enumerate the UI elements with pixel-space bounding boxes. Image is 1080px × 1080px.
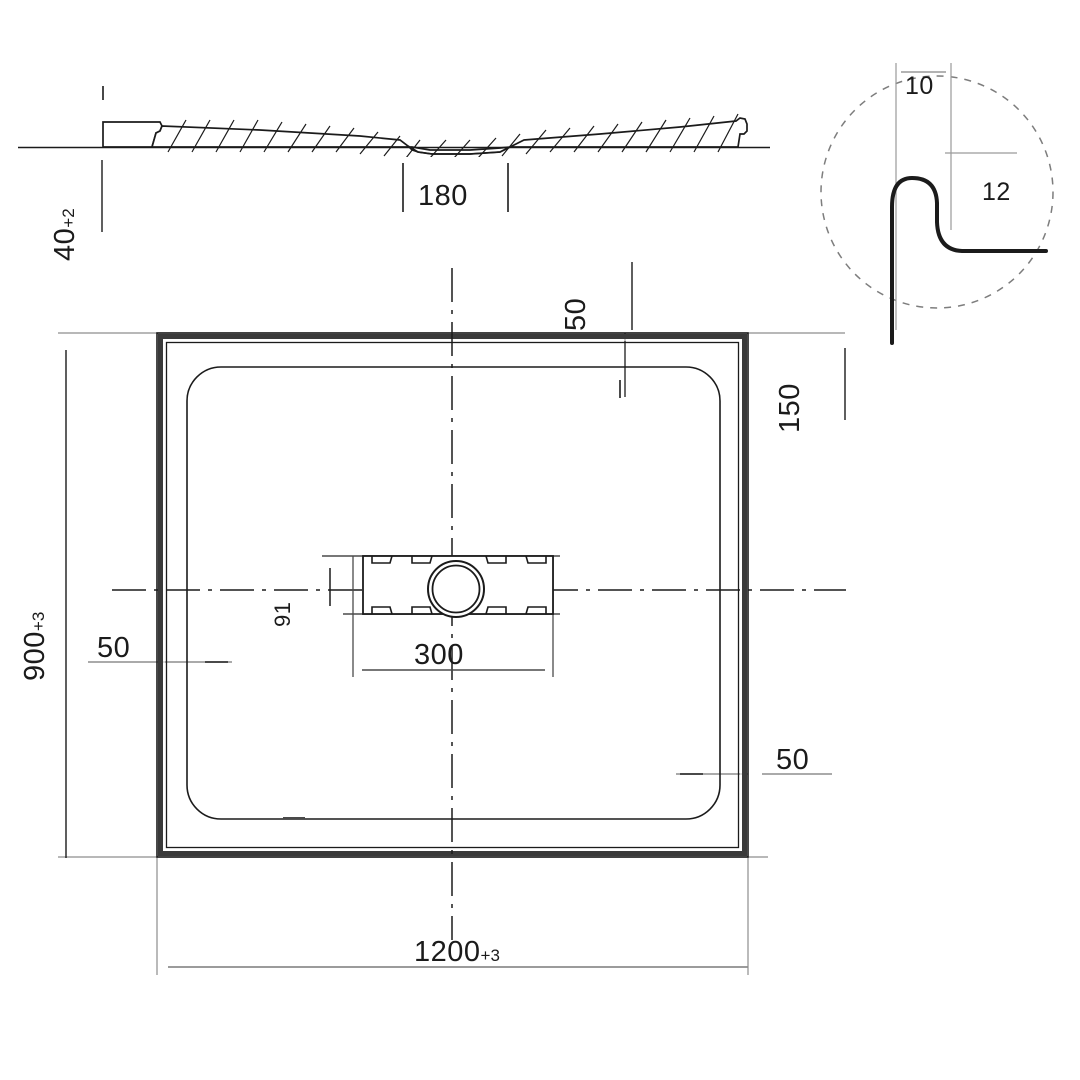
detail-circle-boundary — [820, 75, 1054, 309]
dim-label-grate-width: 300 — [414, 639, 464, 671]
section-tray-body — [150, 117, 748, 155]
dim-label-overall-width: 1200+3 — [414, 936, 500, 968]
drain-outlet-outer-circle — [427, 560, 485, 618]
dim-label-corner-top-right: 150 — [774, 383, 806, 433]
drain-outlet-inner-circle — [431, 564, 481, 614]
tray-inner-basin — [186, 366, 721, 820]
grate-notches-top — [371, 555, 547, 564]
detail-view-group — [820, 63, 1054, 345]
dim-label-overall-depth: 900+3 — [19, 611, 51, 681]
dim-label-tray-height: 40+2 — [49, 208, 81, 261]
section-hatching — [167, 113, 739, 157]
drain-grate-group — [322, 555, 560, 677]
plan-view-group — [58, 262, 846, 975]
dim-label-edge-right: 50 — [776, 744, 810, 776]
dim-label-rim-thickness: 10 — [905, 72, 934, 100]
dim-label-drain-width: 180 — [418, 180, 468, 212]
section-view-group — [18, 86, 770, 232]
dim-label-grate-height: 91 — [270, 601, 295, 627]
dim-label-edge-top: 50 — [560, 297, 592, 331]
rim-profile-path — [890, 176, 1048, 345]
dim-label-edge-left: 50 — [97, 632, 131, 664]
dim-label-rim-height: 12 — [982, 178, 1011, 206]
grate-notches-bottom — [371, 606, 547, 615]
